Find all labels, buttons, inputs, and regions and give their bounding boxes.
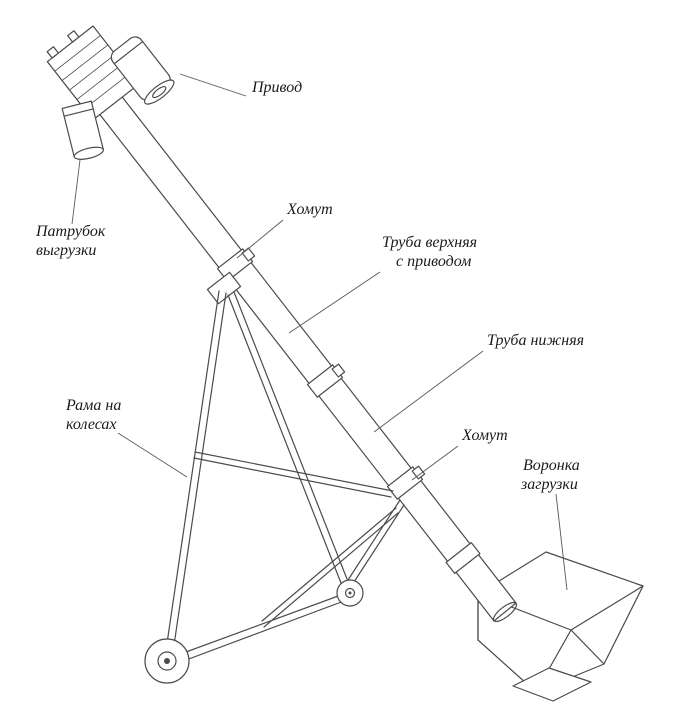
leader-truba-nizhnyaya [373,350,484,433]
label-khomut-lower: Хомут [461,427,508,444]
clamp-middle [306,363,346,398]
label-truba-verkh-line1: Труба верхняя [382,234,477,251]
label-patrubok-line2: выгрузки [36,242,96,259]
leader-lines [71,73,568,591]
leader-khomut-upper [236,219,284,259]
machine-drawing [46,25,644,702]
leader-privod [179,73,247,97]
label-privod: Привод [251,79,302,96]
auger-tube [93,88,518,623]
label-voronka-line2: загрузки [520,476,578,493]
tube-end-cap [492,601,518,623]
wheel-small [336,579,364,607]
label-patrubok-line1: Патрубок [35,223,106,240]
label-rama-line1: Рама на [65,397,121,414]
leader-truba-verkhnyaya [288,271,381,334]
hopper-base-flap [512,667,592,702]
frame-pivot-bracket [206,271,242,305]
labels: Привод Хомут Труба верхняя с приводом Тр… [35,79,584,493]
wheel-large [144,638,190,684]
hopper-mount-band [445,542,481,574]
frame-brace-short [347,499,401,581]
label-voronka-line1: Воронка [523,457,580,474]
label-truba-nizhnyaya: Труба нижняя [487,332,584,349]
drive-assembly [46,25,175,160]
wheeled-frame [161,271,405,667]
frame-brace-diagonal [261,507,397,622]
label-truba-verkh-line2: с приводом [396,253,471,270]
leader-patrubok [71,159,81,225]
gearbox-plate [46,25,140,121]
discharge-spout [61,100,105,160]
leader-khomut-lower [411,445,459,481]
frame-brace-long [194,451,394,492]
frame-leg-rear [227,294,342,584]
motor [110,36,175,105]
label-rama-line2: колесах [66,416,117,433]
leader-voronka [555,493,568,591]
leader-rama [117,432,188,478]
loading-hopper [477,551,644,702]
frame-leg-front [165,290,220,651]
clamp-lower [386,465,426,500]
frame-base-bar [166,591,350,660]
label-khomut-upper: Хомут [286,201,333,218]
